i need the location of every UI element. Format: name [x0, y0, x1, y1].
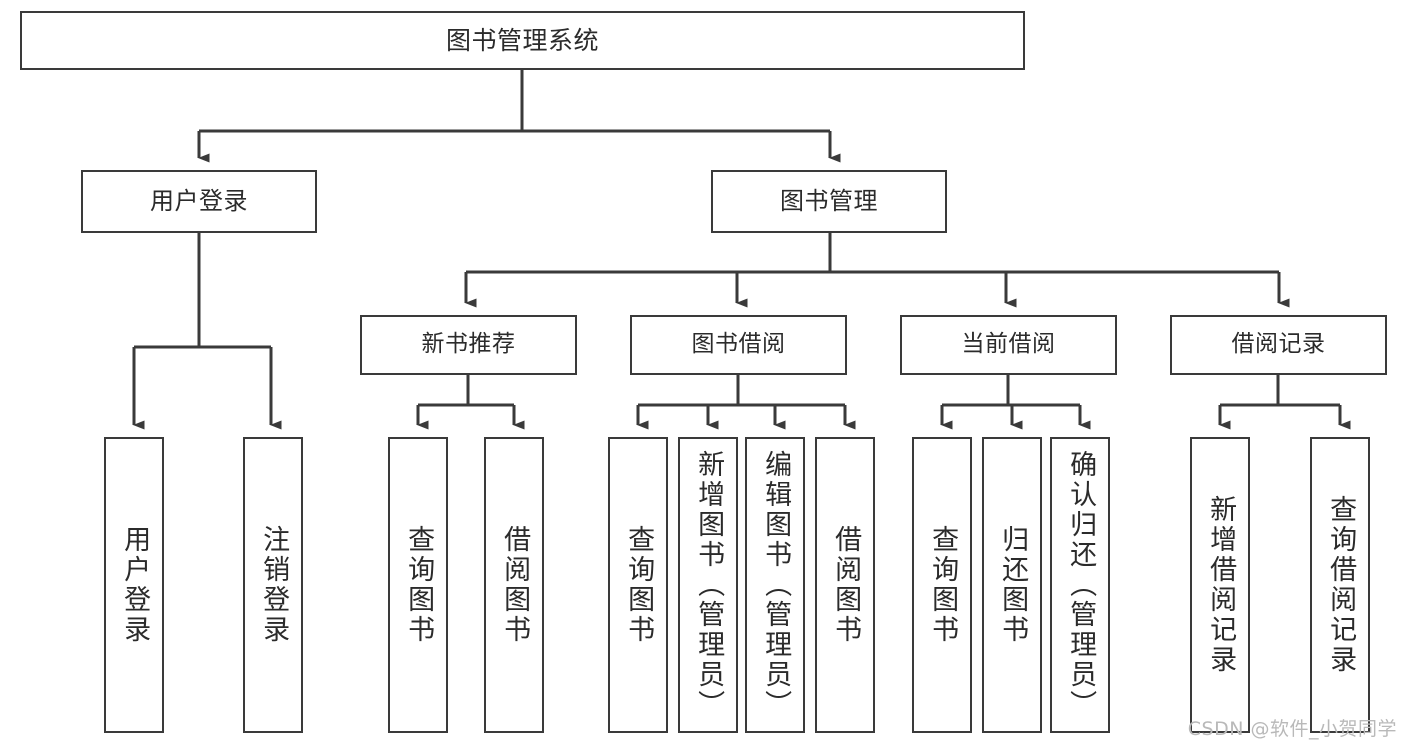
- node-label: 图书管理系统: [445, 25, 599, 55]
- node-label: 图书管理: [780, 187, 878, 216]
- node-label: 归还图书: [997, 525, 1029, 645]
- node-leaf-借阅图书[interactable]: 借阅图书: [815, 437, 875, 733]
- node-leaf-注销登录[interactable]: 注销登录: [243, 437, 303, 733]
- node-label: 用户登录: [150, 187, 248, 216]
- node-leaf-新增借阅记录[interactable]: 新增借阅记录: [1190, 437, 1250, 733]
- node-leaf-查询图书[interactable]: 查询图书: [388, 437, 448, 733]
- node-label: 新增借阅记录: [1205, 495, 1237, 675]
- node-leaf-编辑图书管理员[interactable]: 编辑图书（管理员）: [745, 437, 805, 733]
- node-level3-新书推荐[interactable]: 新书推荐: [360, 315, 577, 375]
- node-label: 借阅图书: [830, 525, 862, 645]
- node-level2-图书管理[interactable]: 图书管理: [711, 170, 947, 233]
- node-level2-用户登录[interactable]: 用户登录: [81, 170, 317, 233]
- node-leaf-归还图书[interactable]: 归还图书: [982, 437, 1042, 733]
- node-leaf-查询图书[interactable]: 查询图书: [912, 437, 972, 733]
- node-label: 查询图书: [927, 525, 959, 645]
- node-label: 确认归还（管理员）: [1065, 450, 1097, 720]
- node-leaf-新增图书管理员[interactable]: 新增图书（管理员）: [678, 437, 738, 733]
- node-leaf-用户登录[interactable]: 用户登录: [104, 437, 164, 733]
- node-leaf-查询借阅记录[interactable]: 查询借阅记录: [1310, 437, 1370, 733]
- node-label: 当前借阅: [961, 331, 1056, 358]
- node-level3-借阅记录[interactable]: 借阅记录: [1170, 315, 1387, 375]
- watermark-text: CSDN @软件_小贺同学: [1187, 718, 1397, 740]
- node-label: 借阅记录: [1231, 331, 1326, 358]
- node-label: 查询图书: [403, 525, 435, 645]
- node-label: 用户登录: [119, 525, 151, 645]
- node-label: 查询图书: [623, 525, 655, 645]
- node-label: 新书推荐: [421, 331, 516, 358]
- node-leaf-查询图书[interactable]: 查询图书: [608, 437, 668, 733]
- node-label: 借阅图书: [499, 525, 531, 645]
- node-label: 图书借阅: [691, 331, 786, 358]
- node-label: 注销登录: [258, 525, 290, 645]
- node-label: 新增图书（管理员）: [693, 450, 725, 720]
- node-leaf-借阅图书[interactable]: 借阅图书: [484, 437, 544, 733]
- node-label: 查询借阅记录: [1325, 495, 1357, 675]
- node-leaf-确认归还管理员[interactable]: 确认归还（管理员）: [1050, 437, 1110, 733]
- node-level3-图书借阅[interactable]: 图书借阅: [630, 315, 847, 375]
- node-root-system[interactable]: 图书管理系统: [20, 11, 1025, 70]
- node-label: 编辑图书（管理员）: [760, 450, 792, 720]
- node-level3-当前借阅[interactable]: 当前借阅: [900, 315, 1117, 375]
